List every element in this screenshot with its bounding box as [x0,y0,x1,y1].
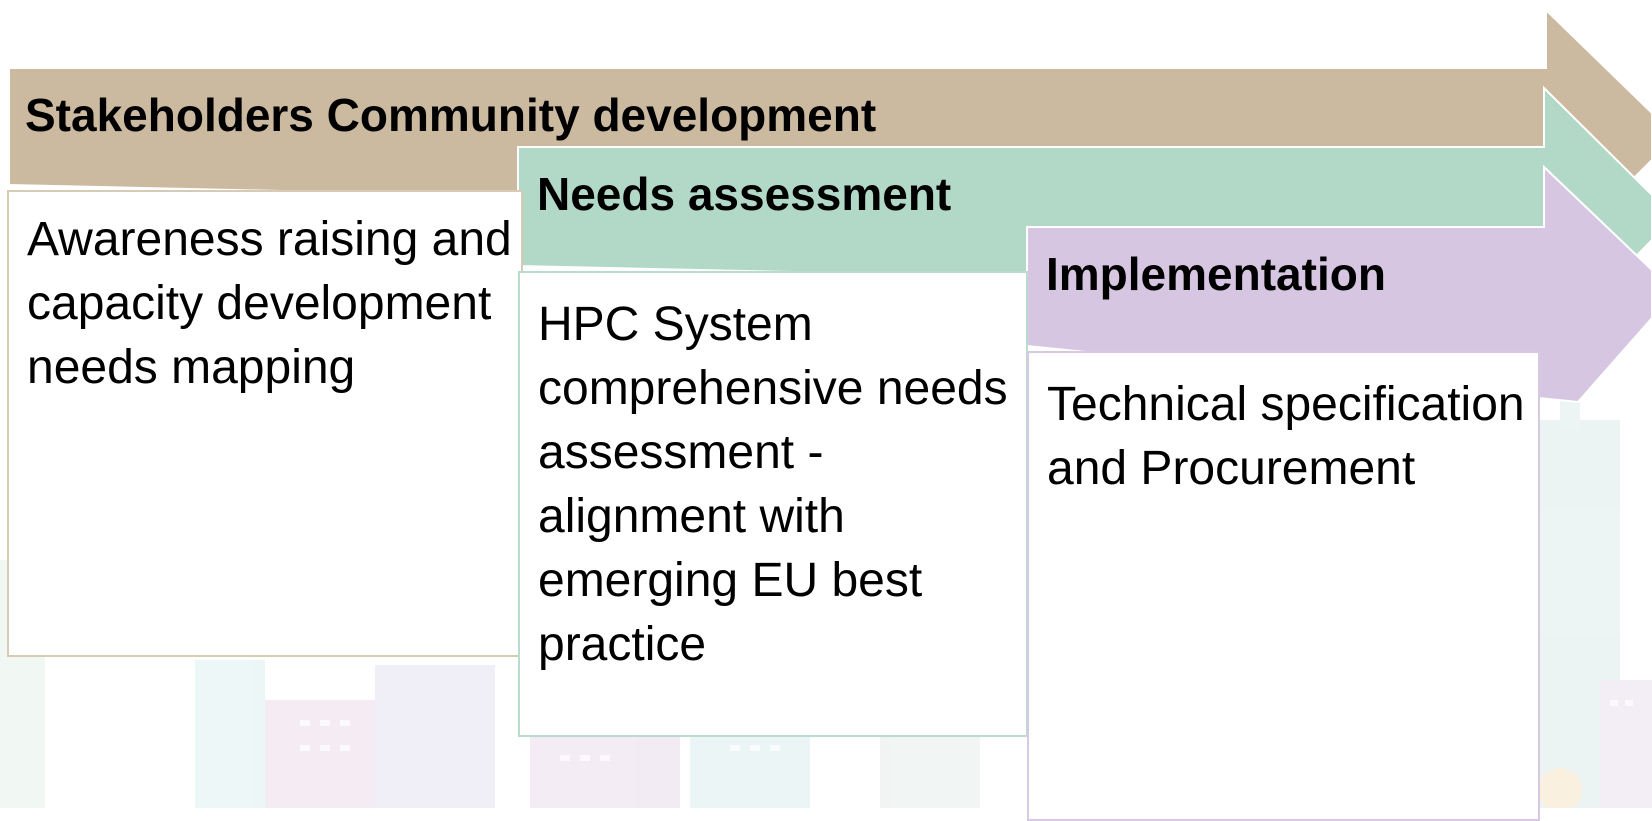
stage-3-description-box: Technical specification and Procurement [1027,351,1540,821]
stage-3-description: Technical specification and Procurement [1047,378,1525,495]
stage-3-title: Implementation [1046,248,1386,300]
stage-1-description-box: Awareness raising and capacity developme… [7,190,523,657]
stage-1-title: Stakeholders Community development [25,89,877,141]
stage-2-description: HPC System comprehensive needs assessmen… [538,298,1008,671]
stage-2-description-box: HPC System comprehensive needs assessmen… [518,271,1028,737]
stage-1-description: Awareness raising and capacity developme… [27,213,512,394]
stage-2-title: Needs assessment [537,168,952,220]
